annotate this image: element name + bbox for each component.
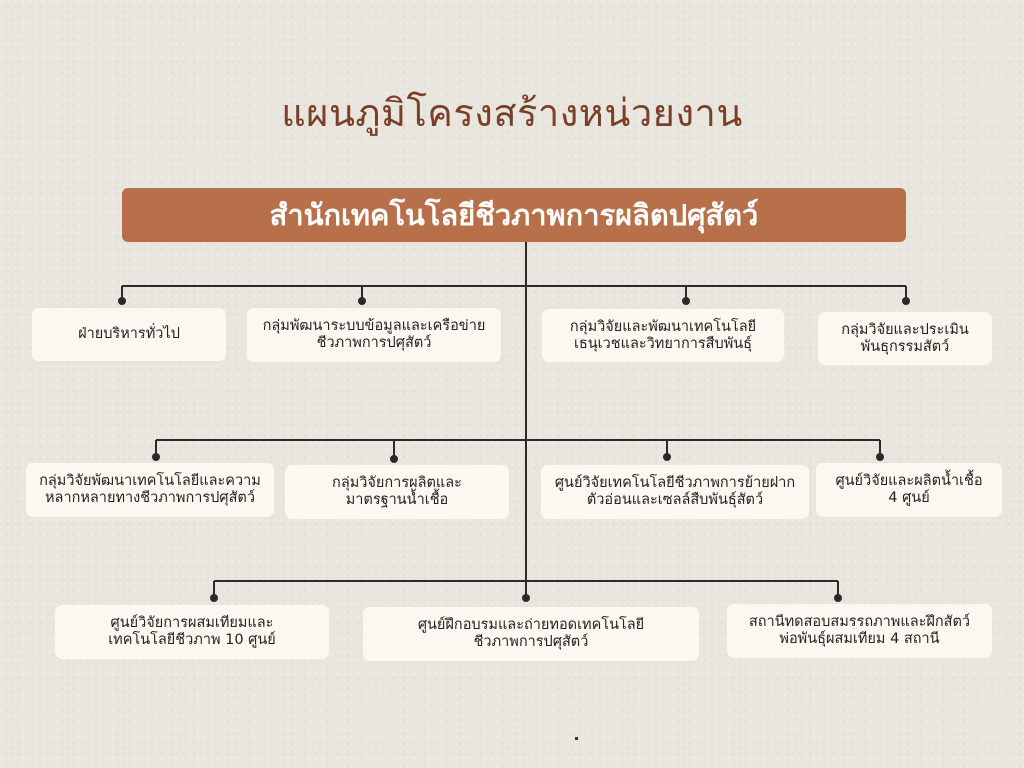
unit-semen-standards: กลุ่มวิจัยการผลิตและ มาตรฐานน้ำเชื้อ xyxy=(285,465,509,519)
unit-theriogenology: กลุ่มวิจัยและพัฒนาเทคโนโลยี เธนุเวชและวิ… xyxy=(542,309,784,362)
unit-general-administration: ฝ่ายบริหารทั่วไป xyxy=(32,308,226,361)
unit-ai-research-centers: ศูนย์วิจัยการผสมเทียมและ เทคโนโลยีชีวภาพ… xyxy=(55,605,329,659)
unit-biodiversity: กลุ่มวิจัยพัฒนาเทคโนโลยีและความ หลากหลาย… xyxy=(26,463,274,517)
root-unit-box: สำนักเทคโนโลยีชีวภาพการผลิตปศุสัตว์ xyxy=(122,188,906,242)
unit-semen-production-centers: ศูนย์วิจัยและผลิตน้ำเชื้อ 4 ศูนย์ xyxy=(816,463,1002,517)
unit-training-center: ศูนย์ฝึกอบรมและถ่ายทอดเทคโนโลยี ชีวภาพกา… xyxy=(363,607,699,661)
speck xyxy=(575,737,578,740)
unit-genetic-evaluation: กลุ่มวิจัยและประเมิน พันธุกรรมสัตว์ xyxy=(818,312,992,365)
unit-embryo-transfer-center: ศูนย์วิจัยเทคโนโลยีชีวภาพการย้ายฝาก ตัวอ… xyxy=(541,465,809,519)
unit-information-network: กลุ่มพัฒนาระบบข้อมูลและเครือข่าย ชีวภาพก… xyxy=(247,308,501,362)
unit-testing-stations: สถานีทดสอบสมรรถภาพและฝึกสัตว์ พ่อพันธุ์ผ… xyxy=(727,604,992,658)
page-title: แผนภูมิโครงสร้างหน่วยงาน xyxy=(281,91,743,135)
